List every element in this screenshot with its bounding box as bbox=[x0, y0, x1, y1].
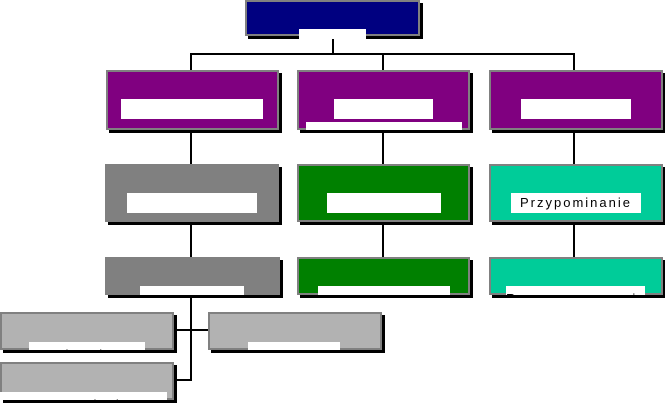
connector bbox=[190, 53, 192, 70]
level2-label-green bbox=[327, 193, 441, 213]
level1-label-1 bbox=[121, 99, 263, 119]
connector bbox=[174, 329, 208, 331]
connector bbox=[190, 130, 192, 164]
connector bbox=[190, 222, 192, 257]
level3-label-gray bbox=[140, 286, 244, 295]
level1-label-2b bbox=[306, 122, 462, 130]
connector bbox=[573, 130, 575, 164]
connector bbox=[573, 53, 575, 70]
mechaniczne-label: Mechaniczne bbox=[29, 342, 145, 350]
level2-label-gray bbox=[127, 193, 257, 213]
sensowne-label: Sensowne bbox=[248, 342, 340, 350]
connector bbox=[190, 295, 192, 381]
connector bbox=[174, 379, 192, 381]
connector bbox=[573, 222, 575, 257]
level1-label-3 bbox=[521, 99, 631, 119]
connector bbox=[332, 36, 334, 55]
level3-label-green bbox=[318, 286, 450, 295]
mnemotechniczne-label: Mnemotechniczne bbox=[0, 392, 167, 400]
level1-label-2 bbox=[334, 99, 433, 119]
connector bbox=[382, 53, 384, 70]
connector bbox=[382, 222, 384, 257]
rozpoznawanie-label: Rozpoznawanie bbox=[506, 286, 645, 295]
connector bbox=[382, 130, 384, 164]
przypominanie-label: Przypominanie bbox=[511, 193, 641, 213]
root-label bbox=[299, 29, 366, 39]
